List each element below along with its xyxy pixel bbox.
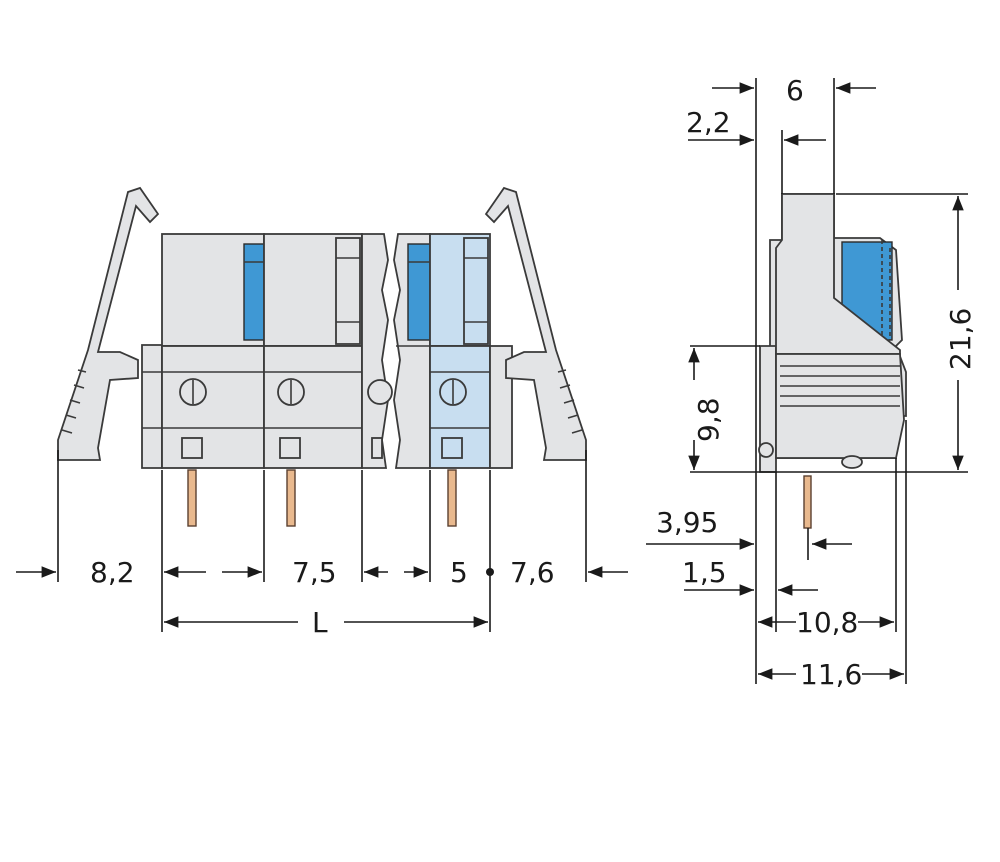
dim-pin-offset: 3,95 [656,506,718,539]
dim-height-lower: 9,8 [692,397,725,442]
side-dimensions: 6 2,2 21,6 9,8 3,95 1,5 10,8 11,6 [646,74,977,691]
right-lever [484,186,587,469]
dim-last-pitch: 5 [450,556,468,589]
side-view [758,193,907,529]
dim-depth-outer: 11,6 [800,658,862,691]
dim-side-top-offset: 2,2 [686,106,731,139]
front-view [57,186,587,527]
dim-left-overhang: 8,2 [90,556,135,589]
pole-1 [161,233,265,527]
pin [803,475,812,529]
dim-right-overhang: 7,6 [510,556,555,589]
dim-pitch: 7,5 [292,556,337,589]
actuator-blue [243,243,265,341]
dim-height-total: 21,6 [944,308,977,370]
pole-2 [263,233,363,527]
pin [447,469,457,527]
dim-pin-stub: 1,5 [682,556,727,589]
dimension-dot [486,568,494,576]
actuator-blue [407,243,431,341]
pin [187,469,197,527]
break-section [361,233,393,469]
pin [286,469,296,527]
pole-highlighted [429,233,491,527]
pole-3 [393,233,431,469]
dim-depth-inner: 10,8 [796,606,858,639]
left-lever [57,186,163,469]
dim-overall-length: L [312,606,328,639]
dim-side-top-width: 6 [786,74,804,107]
front-dimensions: 8,2 7,5 5 7,6 L [16,450,628,639]
